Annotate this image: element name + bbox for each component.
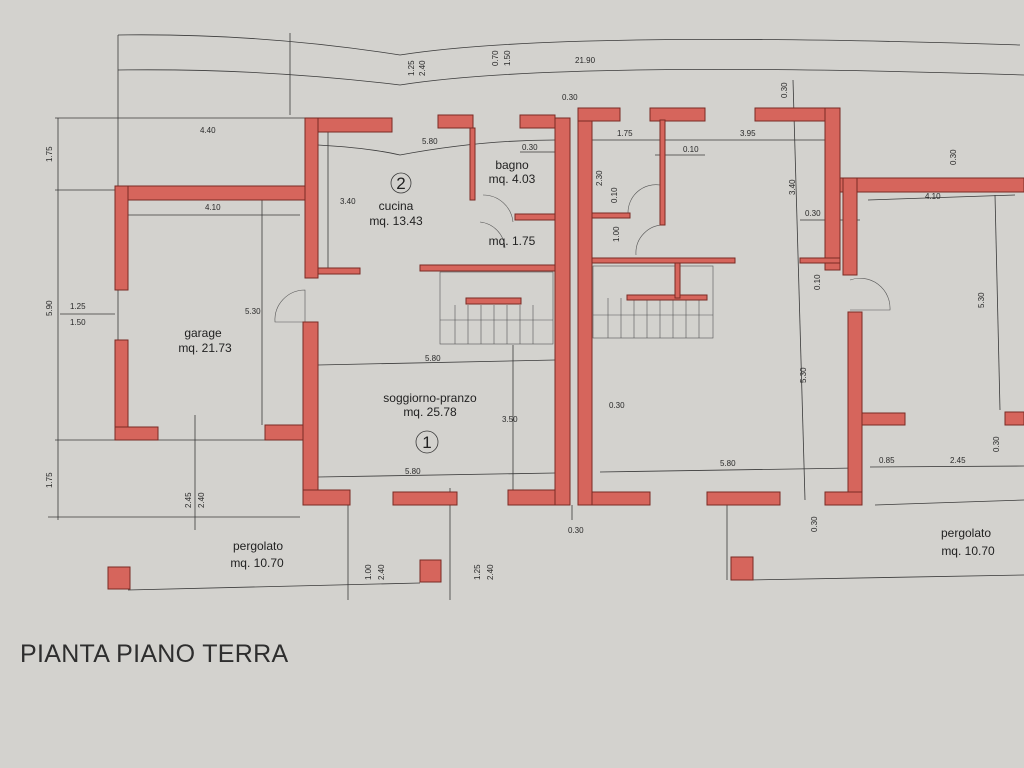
dimension-label: 2.40 — [377, 564, 386, 580]
dimension-label: 5.80 — [720, 459, 736, 468]
room-area-disimpegno: mq. 1.75 — [489, 234, 536, 248]
room-area-garage: mq. 21.73 — [178, 341, 232, 355]
dimension-label: 0.30 — [562, 93, 578, 102]
dimension-label: 2.40 — [486, 564, 495, 580]
pergola-pillar — [419, 559, 442, 583]
pergola-pillar — [107, 566, 131, 590]
dimension-label: 4.40 — [200, 126, 216, 135]
dimension-label: 1.00 — [612, 226, 621, 242]
dimension-label: 3.50 — [502, 415, 518, 424]
dimension-label: 5.90 — [45, 300, 54, 316]
dimension-label: 1.75 — [617, 129, 633, 138]
room-number: 2 — [396, 174, 405, 193]
dimension-label: 21.90 — [575, 56, 596, 65]
walls — [107, 107, 1024, 590]
room-name-garage: garage — [184, 326, 222, 340]
staircase — [439, 265, 714, 345]
dimension-label: 1.50 — [70, 318, 86, 327]
dimension-label: 1.75 — [45, 472, 54, 488]
dimension-label: 1.75 — [45, 146, 54, 162]
dimension-label: 3.40 — [340, 197, 356, 206]
room-number-marker — [390, 172, 412, 194]
dimension-label: 0.30 — [805, 209, 821, 218]
room-number-marker — [415, 430, 439, 454]
pergola-pillar — [730, 556, 754, 581]
dimension-label: 0.30 — [949, 149, 958, 165]
dimension-labels: 1.25 2.40 0.70 1.50 21.90 0.30 4.40 1.75… — [45, 50, 1001, 580]
room-area-bagno: mq. 4.03 — [489, 172, 536, 186]
dimension-label: 0.70 — [491, 50, 500, 66]
dimension-label: 0.30 — [609, 401, 625, 410]
room-name-soggiorno: soggiorno-pranzo — [383, 391, 477, 405]
dimension-label: 5.30 — [977, 292, 986, 308]
dimension-label: 2.45 — [950, 456, 966, 465]
dimension-label: 5.80 — [422, 137, 438, 146]
dimension-label: 1.00 — [364, 564, 373, 580]
dimension-label: 0.30 — [780, 82, 789, 98]
dimension-label: 5.30 — [799, 367, 808, 383]
dimension-label: 1.25 — [70, 302, 86, 311]
dimension-label: 3.40 — [788, 179, 797, 195]
dimension-label: 4.10 — [925, 192, 941, 201]
dimension-label: 0.10 — [610, 187, 619, 203]
dimension-label: 2.40 — [418, 60, 427, 76]
dimension-label: 1.50 — [503, 50, 512, 66]
room-name-pergolato: pergolato — [941, 526, 991, 540]
dimension-lines — [48, 33, 1024, 600]
dimension-label: 0.30 — [522, 143, 538, 152]
dimension-label: 1.25 — [407, 60, 416, 76]
room-area-soggiorno: mq. 25.78 — [403, 405, 457, 419]
dimension-label: 2.30 — [595, 170, 604, 186]
room-number: 1 — [422, 433, 431, 452]
room-area-pergolato: mq. 10.70 — [941, 544, 995, 558]
doors — [274, 184, 891, 323]
dimension-label: 3.95 — [740, 129, 756, 138]
dimension-label: 1.25 — [473, 564, 482, 580]
room-name-pergolato: pergolato — [233, 539, 283, 553]
dimension-label: 0.10 — [683, 145, 699, 154]
dimension-label: 0.30 — [810, 516, 819, 532]
dimension-label: 2.40 — [197, 492, 206, 508]
dimension-label: 0.10 — [813, 274, 822, 290]
dimension-label: 5.30 — [245, 307, 261, 316]
room-area-cucina: mq. 13.43 — [369, 214, 423, 228]
dimension-label: 5.80 — [405, 467, 421, 476]
room-labels: 2 cucina mq. 13.43 bagno mq. 4.03 mq. 1.… — [178, 158, 995, 570]
dimension-label: 4.10 — [205, 203, 221, 212]
dimension-label: 0.85 — [879, 456, 895, 465]
dimension-label: 5.80 — [425, 354, 441, 363]
room-name-cucina: cucina — [379, 199, 414, 213]
dimension-label: 0.30 — [568, 526, 584, 535]
plan-title: PIANTA PIANO TERRA — [20, 640, 289, 668]
dimension-label: 0.30 — [992, 436, 1001, 452]
dimension-label: 2.45 — [184, 492, 193, 508]
room-name-bagno: bagno — [495, 158, 529, 172]
room-area-pergolato: mq. 10.70 — [230, 556, 284, 570]
